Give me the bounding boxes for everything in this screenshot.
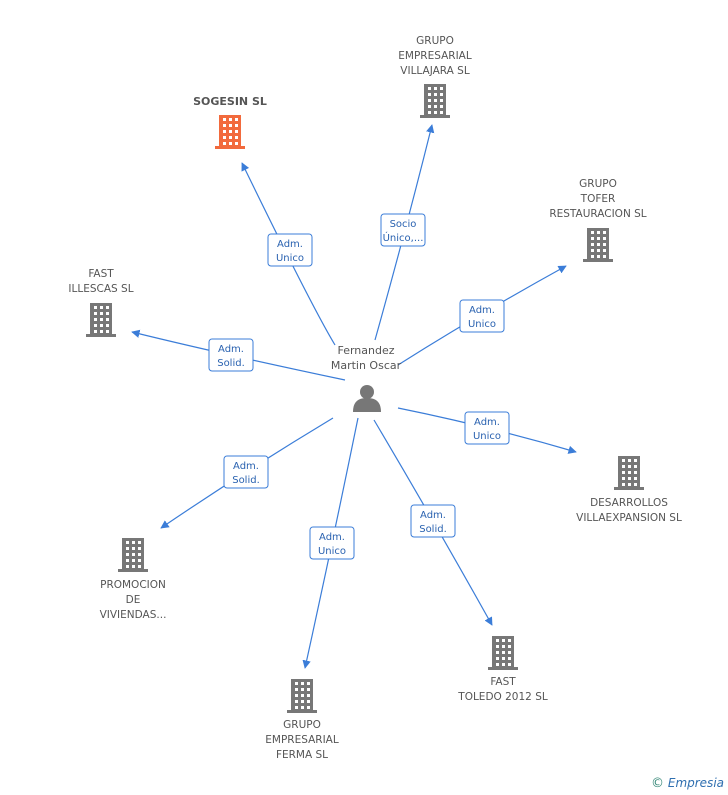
person-node[interactable]: Fernandez Martin Oscar [331, 344, 402, 412]
company-name-villaexpansion-0: DESARROLLOS [590, 497, 668, 509]
relation-label-sogesin[interactable]: Adm. Unico [267, 233, 313, 267]
building-icon [614, 456, 644, 490]
company-node-sogesin[interactable]: SOGESIN SL [193, 95, 267, 149]
building-icon [86, 303, 116, 337]
company-node-ferma[interactable]: GRUPO EMPRESARIAL FERMA SL [265, 679, 339, 761]
relation-text-illescas-1: Solid. [217, 358, 245, 369]
relation-label-illescas[interactable]: Adm. Solid. [208, 338, 254, 372]
company-name-toledo-0: FAST [490, 676, 516, 688]
relation-label-villajara[interactable]: SocioÚnico,... [380, 213, 426, 247]
company-node-villaexpansion[interactable]: DESARROLLOS VILLAEXPANSION SL [576, 456, 682, 524]
edges-layer [131, 124, 577, 669]
company-name-ferma-1: EMPRESARIAL [265, 734, 339, 746]
relation-label-tofer[interactable]: Adm. Unico [459, 299, 505, 333]
relation-text-promocion-1: Solid. [232, 475, 260, 486]
company-name-ferma-0: GRUPO [283, 719, 321, 731]
company-name-promocion-1: DE [126, 594, 141, 606]
building-icon [118, 538, 148, 572]
relation-text-villajara-1: Único,... [383, 231, 424, 244]
copyright-symbol: © [651, 776, 665, 791]
relation-text-ferma-1: Unico [318, 546, 346, 557]
relation-label-toledo[interactable]: Adm. Solid. [410, 504, 456, 538]
brand-initial: E [667, 776, 676, 790]
company-name-promocion-2: VIVIENDAS... [100, 609, 167, 621]
edge-to-sogesin [241, 162, 336, 346]
building-icon [583, 228, 613, 262]
relation-text-villaexpansion-1: Unico [473, 431, 501, 442]
relation-text-villaexpansion-0: Adm. [474, 417, 500, 428]
company-name-tofer-1: TOFER [580, 193, 616, 205]
relation-text-toledo-0: Adm. [420, 510, 446, 521]
person-icon [353, 385, 381, 412]
company-name-villaexpansion-1: VILLAEXPANSION SL [576, 512, 682, 524]
building-icon [420, 84, 450, 118]
relation-text-illescas-0: Adm. [218, 344, 244, 355]
building-icon [287, 679, 317, 713]
relation-text-toledo-1: Solid. [419, 524, 447, 535]
company-name-villajara-1: EMPRESARIAL [398, 50, 472, 62]
building-icon [488, 636, 518, 670]
company-node-toledo[interactable]: FAST TOLEDO 2012 SL [457, 636, 548, 703]
relation-text-tofer-1: Unico [468, 319, 496, 330]
company-node-tofer[interactable]: GRUPO TOFER RESTAURACION SL [549, 178, 647, 262]
brand-name: mpresia [675, 776, 724, 790]
company-name-toledo-1: TOLEDO 2012 SL [457, 691, 548, 703]
company-name-tofer-2: RESTAURACION SL [549, 208, 646, 220]
footer-brand: © Empresia [651, 776, 724, 791]
company-node-villajara[interactable]: GRUPO EMPRESARIAL VILLAJARA SL [398, 35, 472, 118]
building-icon-highlight [215, 115, 245, 149]
company-name-illescas-1: ILLESCAS SL [68, 283, 133, 295]
company-name-illescas-0: FAST [88, 268, 114, 280]
company-name-tofer-0: GRUPO [579, 178, 617, 190]
relation-label-villaexpansion[interactable]: Adm. Unico [464, 411, 510, 445]
relation-label-promocion[interactable]: Adm. Solid. [223, 455, 269, 489]
person-name-line-1: Fernandez [337, 344, 394, 357]
relation-text-sogesin-1: Unico [276, 253, 304, 264]
relation-text-tofer-0: Adm. [469, 305, 495, 316]
company-name-ferma-2: FERMA SL [276, 749, 328, 761]
relation-label-ferma[interactable]: Adm. Unico [309, 526, 355, 560]
relation-text-sogesin-0: Adm. [277, 239, 303, 250]
company-node-illescas[interactable]: FAST ILLESCAS SL [68, 268, 134, 337]
relation-labels-layer: Adm.UnicoSocioÚnico,...Adm.UnicoAdm.Soli… [208, 213, 510, 560]
relation-text-villajara-0: Socio [390, 219, 417, 230]
company-name-sogesin-0: SOGESIN SL [193, 95, 267, 108]
company-name-villajara-0: GRUPO [416, 35, 454, 47]
company-name-villajara-2: VILLAJARA SL [400, 65, 470, 77]
relation-text-ferma-0: Adm. [319, 532, 345, 543]
relation-text-promocion-0: Adm. [233, 461, 259, 472]
company-name-promocion-0: PROMOCION [100, 579, 166, 591]
company-node-promocion[interactable]: PROMOCION DE VIVIENDAS... [100, 538, 167, 621]
person-name-line-2: Martin Oscar [331, 359, 402, 372]
